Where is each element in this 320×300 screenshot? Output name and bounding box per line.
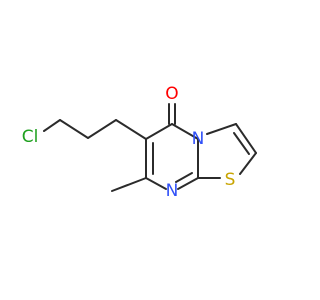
pyrimidinone-ring <box>145 123 199 190</box>
nitrogen-ring-atom-label: N <box>192 129 205 149</box>
chloropropyl-chain <box>43 119 147 140</box>
chain-bond-cl <box>43 119 61 132</box>
oxygen-atom-label: O <box>165 84 178 104</box>
bond-n8-c7 <box>145 177 167 190</box>
carbonyl-group <box>168 103 176 125</box>
bond-c5-n4 <box>171 123 199 140</box>
bond-c8a-n8-double <box>175 172 193 183</box>
bond-n4-c3 <box>206 123 237 135</box>
bond-c3-c2-double <box>233 132 250 155</box>
bond-c8a-n8 <box>177 177 199 190</box>
sulfur-atom-label: S <box>225 170 236 190</box>
molecule-structure-diagram: O N N S Cl <box>22 84 257 201</box>
nitrogen-imine-atom-label: N <box>166 181 179 201</box>
chain-bond-2 <box>87 119 117 139</box>
bond-c2-s <box>239 152 257 175</box>
bond-c6-c5 <box>145 123 173 140</box>
methyl-bond <box>111 177 147 192</box>
chlorine-atom-label: Cl <box>22 127 39 147</box>
chain-bond-1 <box>115 119 147 140</box>
bond-c3-c2 <box>235 123 257 154</box>
thiazole-ring <box>197 123 257 179</box>
chain-bond-3 <box>59 119 89 139</box>
